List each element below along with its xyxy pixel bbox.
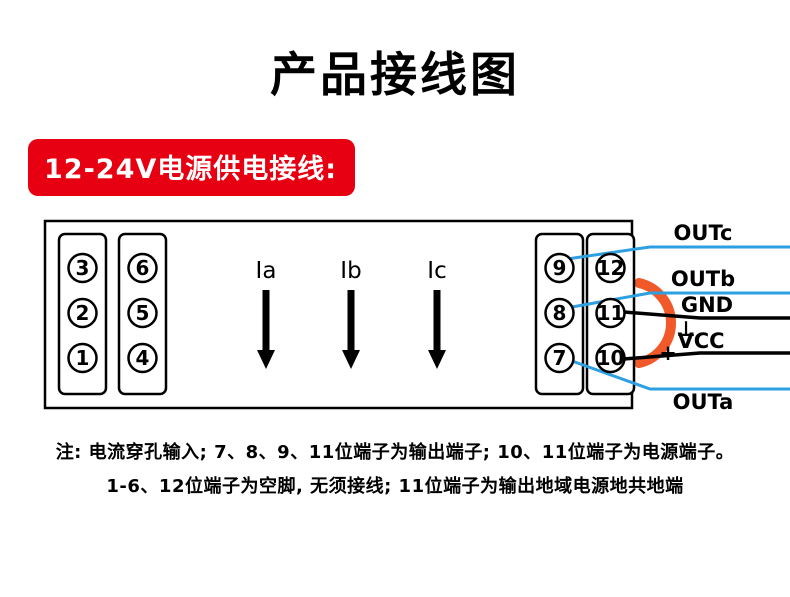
phase-c-label: Ic [427, 258, 446, 284]
terminal-9-label: 9 [553, 256, 567, 280]
terminal-6-circle [127, 252, 158, 284]
vcc-label: VCC [677, 329, 724, 353]
terminal-5-circle [127, 297, 158, 329]
terminal-3-circle [67, 252, 98, 284]
gnd-label: GND [681, 293, 733, 317]
terminal-8-circle [544, 297, 575, 329]
wire-gnd [623, 310, 790, 320]
terminal-1-circle [67, 342, 98, 374]
terminal-7-circle [544, 342, 575, 374]
phase-c-arrow [428, 290, 446, 369]
wire-outb [571, 291, 790, 309]
terminal-6-label: 6 [136, 256, 150, 280]
phase-b-label: Ib [340, 258, 361, 284]
terminal-5-label: 5 [136, 301, 150, 325]
wire-outc [566, 245, 790, 261]
terminal-11-label: 11 [597, 301, 625, 325]
gnd-symbol: ⊥ [676, 317, 695, 341]
terminal-2-label: 2 [76, 301, 90, 325]
terminal-12-label: 12 [597, 256, 625, 280]
terminal-11-circle [595, 297, 626, 329]
page-title: 产品接线图 [270, 48, 520, 103]
outa-label: OUTa [673, 390, 734, 414]
note-line-2: 1-6、12位端子为空脚, 无须接线; 11位端子为输出地域电源地共地端 [106, 476, 684, 497]
terminal-10-circle [595, 342, 626, 374]
terminal-8-label: 8 [553, 301, 567, 325]
terminal-1-label: 1 [76, 346, 90, 370]
wire-vcc [623, 351, 790, 361]
terminal-2-circle [67, 297, 98, 329]
terminal-4-label: 4 [136, 346, 150, 370]
vcc-symbol: + [659, 341, 677, 365]
section-badge: 12-24V电源供电接线: [28, 139, 356, 196]
note-line-1: 注: 电流穿孔输入; 7、8、9、11位端子为输出端子; 10、11位端子为电源… [55, 442, 735, 463]
terminal-9-circle [544, 252, 575, 284]
phase-a-arrow [257, 290, 275, 369]
outb-label: OUTb [671, 267, 735, 291]
wire-outa [571, 359, 790, 391]
terminal-10-label: 10 [597, 346, 625, 370]
terminal-4-circle [127, 342, 158, 374]
terminal-12-circle [595, 252, 626, 284]
terminal-7-label: 7 [553, 346, 567, 370]
terminal-3-label: 3 [76, 256, 90, 280]
phase-a-label: Ia [256, 258, 277, 284]
outc-label: OUTc [674, 221, 733, 245]
phase-b-arrow [342, 290, 360, 369]
